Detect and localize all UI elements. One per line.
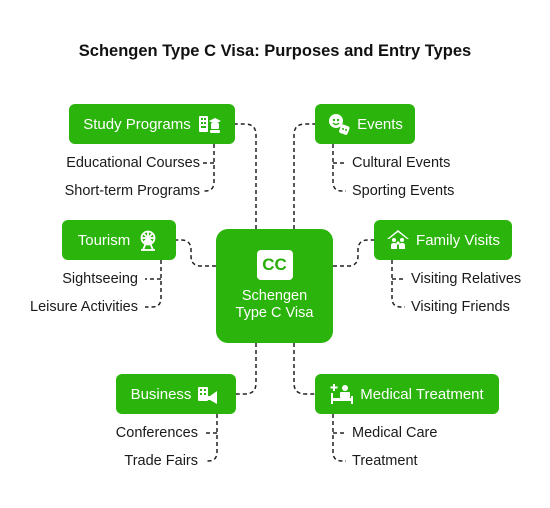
connector-tourism xyxy=(176,239,216,267)
list-item: Trade Fairs xyxy=(124,453,198,469)
category-study-programs: Study Programs xyxy=(69,104,235,144)
cc-badge-icon: CC xyxy=(256,250,293,280)
diagram-title: Schengen Type C Visa: Purposes and Entry… xyxy=(78,42,472,60)
category-business: Business xyxy=(116,374,236,414)
category-label: Study Programs xyxy=(83,115,191,133)
list-item: Leisure Activities xyxy=(30,299,138,315)
list-item: Visiting Friends xyxy=(411,299,510,315)
list-item: Treatment xyxy=(352,453,418,469)
list-item: Sporting Events xyxy=(352,183,455,199)
list-item: Visiting Relatives xyxy=(411,271,522,287)
central-node-schengen-type-c-visa: CC Schengen Type C Visa xyxy=(216,229,333,343)
category-label: Events xyxy=(357,115,403,133)
list-item: Educational Courses xyxy=(66,155,200,171)
category-label: Family Visits xyxy=(416,231,500,249)
list-item: Sightseeing xyxy=(62,271,138,287)
category-label: Tourism xyxy=(77,231,131,249)
list-item: Medical Care xyxy=(352,425,438,441)
category-tourism: Tourism xyxy=(62,220,176,260)
list-item: Cultural Events xyxy=(352,155,451,171)
family-house-icon xyxy=(386,228,410,252)
connector-business xyxy=(236,343,257,395)
list-item: Short-term Programs xyxy=(64,183,200,199)
ferris-wheel-icon xyxy=(136,228,160,252)
list-item: Conferences xyxy=(115,425,198,441)
connector-events xyxy=(293,123,315,229)
theater-masks-icon xyxy=(327,112,351,136)
center-line-1: Schengen xyxy=(241,288,308,304)
category-family-visits: Family Visits xyxy=(374,220,512,260)
category-label: Medical Treatment xyxy=(360,385,484,403)
connector-family xyxy=(333,239,374,267)
hospital-bed-icon xyxy=(330,382,354,406)
connector-study xyxy=(235,123,257,229)
connector-medical xyxy=(293,343,315,395)
megaphone-building-icon xyxy=(197,382,221,406)
category-label: Business xyxy=(130,385,192,403)
category-events: Events xyxy=(315,104,415,144)
category-medical-treatment: Medical Treatment xyxy=(315,374,499,414)
center-line-2: Type C Visa xyxy=(235,305,314,321)
school-icon xyxy=(197,112,221,136)
